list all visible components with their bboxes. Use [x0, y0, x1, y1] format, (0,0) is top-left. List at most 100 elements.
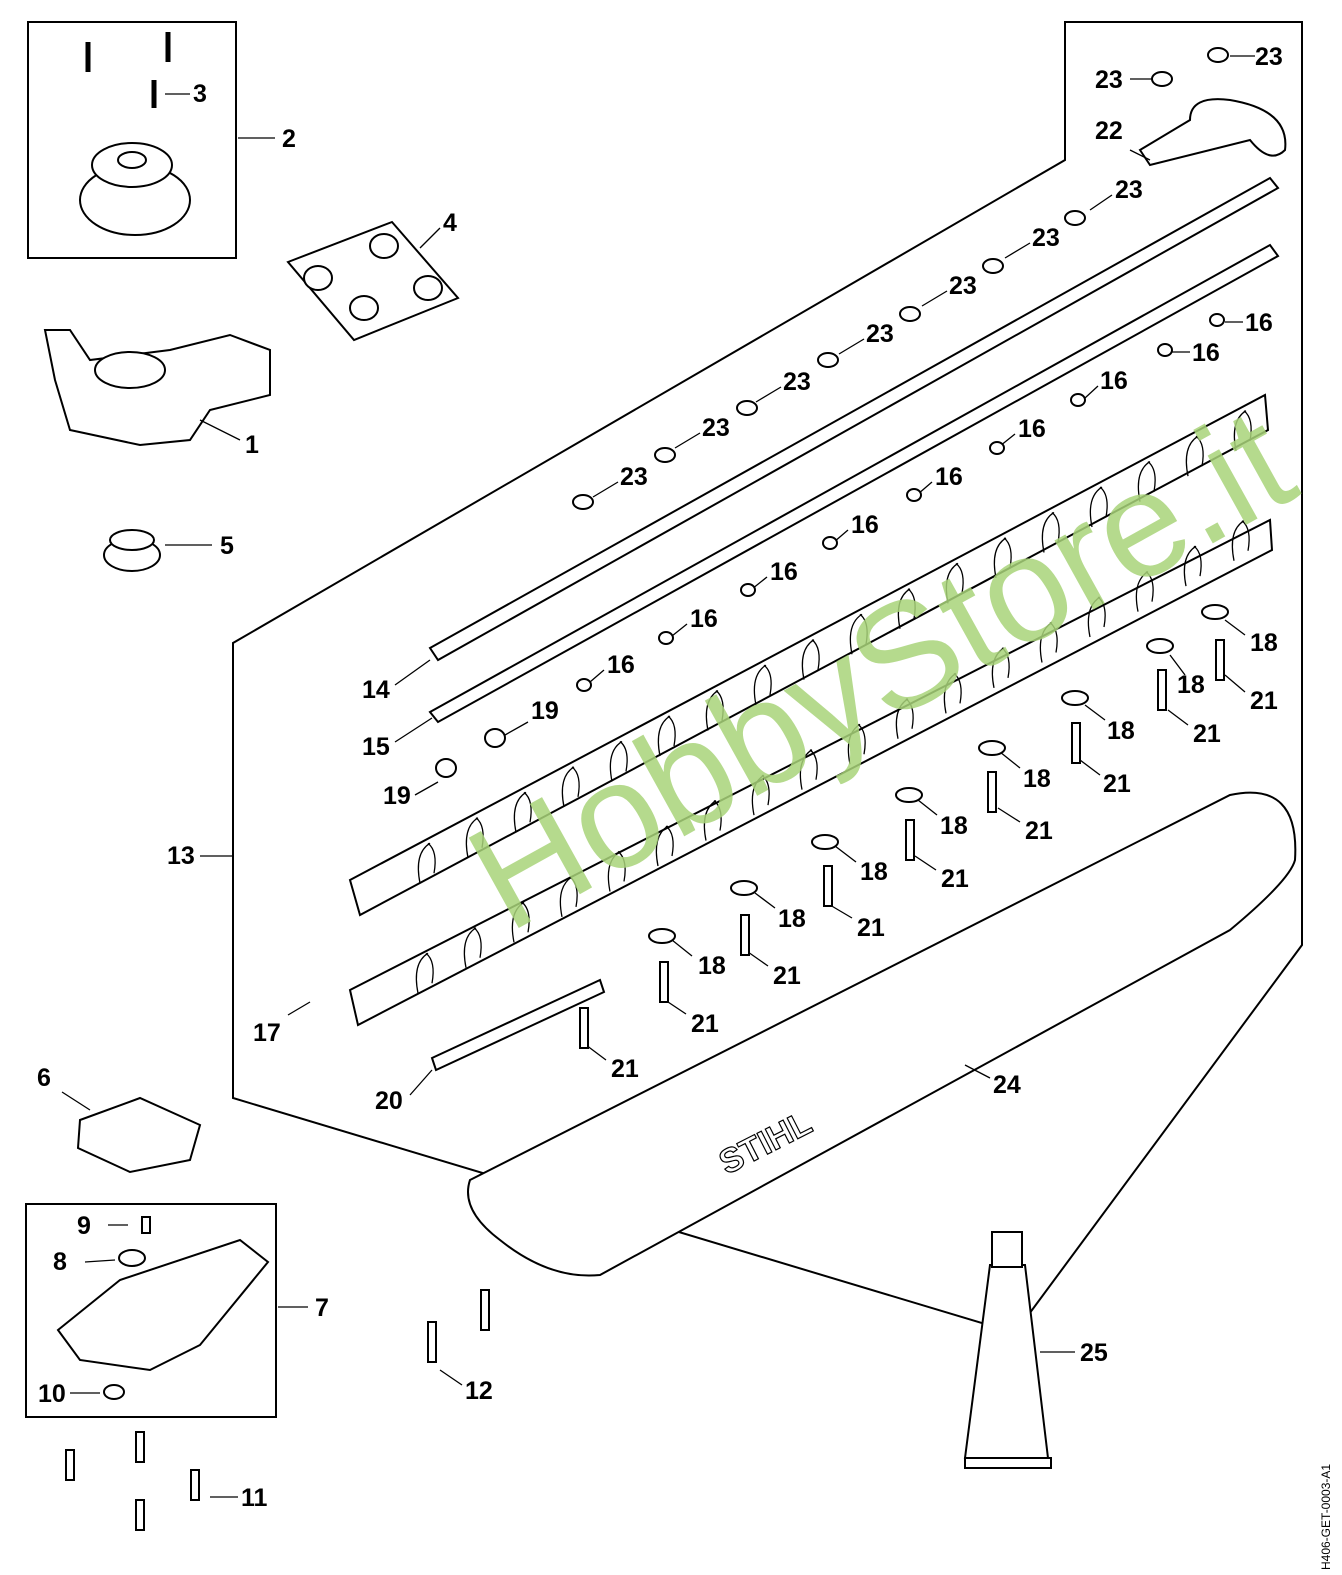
part-22-hand-guard	[1138, 98, 1287, 167]
leader-line	[674, 432, 701, 449]
washer-icon	[648, 928, 676, 944]
part-17-blade-lower	[348, 518, 1274, 1027]
tube-crimp	[964, 1457, 1052, 1469]
callout-labels: 2341523232323232323232322161616161616161…	[37, 43, 1283, 1512]
washer-icon	[978, 740, 1006, 756]
spacer-icon	[906, 488, 922, 502]
blade-tooth	[751, 774, 770, 816]
callout-18: 18	[1107, 717, 1135, 745]
callout-2: 2	[282, 125, 296, 153]
callout-14: 14	[362, 676, 390, 704]
callout-21: 21	[857, 914, 885, 942]
blade-tooth	[849, 613, 868, 655]
nut-icon	[654, 447, 676, 463]
leader-line	[671, 939, 693, 957]
callout-12: 12	[465, 1377, 493, 1405]
leader-lines	[61, 55, 1255, 1498]
blade-tooth	[993, 537, 1012, 579]
part-6-gasket	[76, 1096, 202, 1174]
screw-icon	[740, 914, 750, 956]
leader-line	[747, 951, 769, 967]
callout-16: 16	[770, 558, 798, 586]
blade-tooth	[1183, 545, 1202, 587]
callout-23: 23	[1255, 43, 1283, 71]
spacer-icon	[658, 631, 674, 645]
screw-icon	[987, 771, 997, 813]
leader-line	[419, 227, 441, 249]
leader-line	[829, 904, 853, 919]
callout-9: 9	[77, 1212, 91, 1240]
callout-21: 21	[1193, 720, 1221, 748]
tube-cap	[991, 1231, 1023, 1268]
leader-line	[917, 799, 938, 816]
callout-6: 6	[37, 1064, 51, 1092]
spacer-icon	[1157, 343, 1173, 357]
callout-21: 21	[941, 865, 969, 893]
blade-tooth	[943, 672, 962, 714]
blade-teeth	[415, 410, 1252, 994]
blade-tooth	[417, 842, 436, 884]
callout-10: 10	[38, 1380, 66, 1408]
gear-hub	[109, 529, 155, 551]
spacer-icon	[989, 441, 1005, 455]
part-7-gear-cover	[56, 1238, 270, 1372]
blade-tooth	[991, 647, 1010, 689]
leader-line	[1224, 619, 1246, 636]
callout-13: 13	[167, 842, 195, 870]
nut-icon	[736, 400, 758, 416]
blade-tooth	[945, 562, 964, 604]
blade-tooth	[1087, 596, 1106, 638]
blade-tooth	[655, 825, 674, 867]
nut-icon	[982, 258, 1004, 274]
callout-20: 20	[375, 1087, 403, 1115]
callout-18: 18	[1250, 629, 1278, 657]
callout-16: 16	[1100, 367, 1128, 395]
nut-icon	[899, 306, 921, 322]
sleeve-icon	[435, 758, 457, 778]
washer-icon	[1201, 604, 1229, 620]
callout-23: 23	[620, 463, 648, 491]
part-8-bearing	[118, 1249, 146, 1267]
drawing-code: H406-GET-0003-A1	[1319, 1464, 1333, 1570]
leader-line	[1224, 674, 1246, 693]
screw-icon	[659, 961, 669, 1003]
blade-tooth	[513, 791, 532, 833]
callout-21: 21	[1250, 687, 1278, 715]
nut-icon	[1151, 71, 1173, 87]
leader-line	[754, 892, 776, 909]
part-15-plate	[428, 243, 1280, 724]
blade-tooth	[657, 715, 676, 757]
nut-icon	[1064, 210, 1086, 226]
leader-line	[504, 721, 529, 736]
leader-line	[592, 481, 619, 498]
callout-16: 16	[1192, 339, 1220, 367]
part-4-sleeves	[303, 233, 443, 321]
callout-21: 21	[691, 1010, 719, 1038]
callout-18: 18	[860, 858, 888, 886]
callout-18: 18	[940, 812, 968, 840]
screw-icon	[1157, 669, 1167, 711]
sleeve-icon	[484, 728, 506, 748]
screw-icon	[480, 1289, 490, 1331]
leader-line	[1004, 242, 1031, 259]
leader-line	[671, 623, 688, 637]
callout-25: 25	[1080, 1339, 1108, 1367]
callout-18: 18	[778, 905, 806, 933]
leader-line	[914, 855, 937, 871]
blade-tooth	[801, 639, 820, 680]
part-20-plate	[430, 978, 606, 1072]
callout-16: 16	[851, 511, 879, 539]
spacer-icon	[740, 583, 756, 597]
part-3-screws	[85, 32, 171, 108]
part-4-tray	[286, 220, 460, 342]
leader-line	[834, 845, 857, 863]
callout-21: 21	[611, 1055, 639, 1083]
callout-23: 23	[702, 414, 730, 442]
fasteners	[65, 47, 1229, 1531]
leader-line	[1129, 149, 1151, 161]
blade-tooth	[897, 588, 916, 629]
washer-icon	[811, 834, 839, 850]
blade-tooth	[511, 901, 530, 943]
leader-line	[414, 781, 439, 796]
